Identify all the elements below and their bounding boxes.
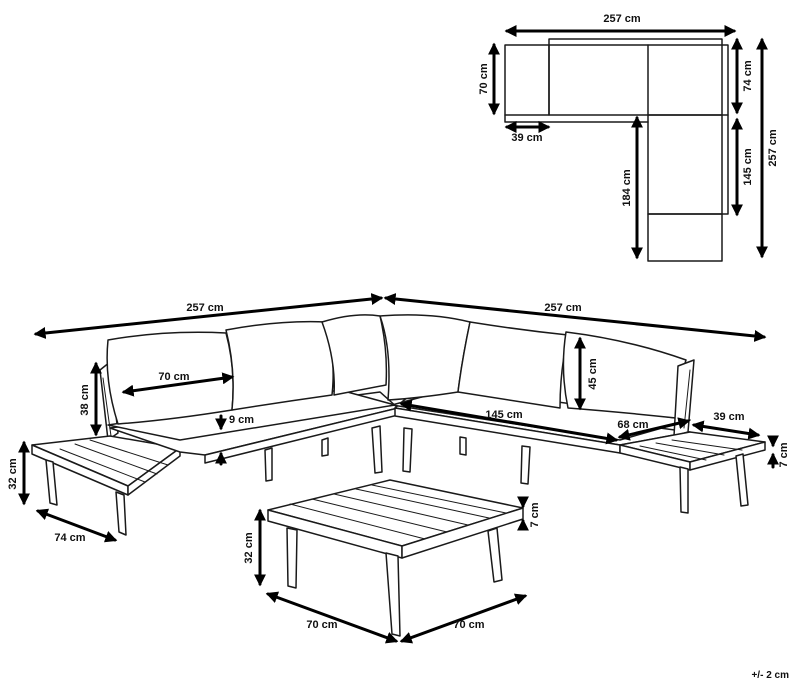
dimension-label: 38 cm [79,384,91,415]
sofa-dimensions: 257 cm 257 cm 70 cm 38 cm 9 cm 145 cm 45… [7,293,790,544]
dimension-label: 32 cm [243,532,255,563]
dimension-label: 9 cm [229,414,254,426]
dimension-table-width: 70 cm [399,593,528,644]
dimension-label: 74 cm [742,60,754,91]
dimension-label: 70 cm [478,63,490,94]
dimension-right-length: 257 cm [383,293,767,342]
dimension-label: 70 cm [453,619,484,631]
dimension-label: 32 cm [7,458,19,489]
dimension-table-height: 32 cm [243,508,266,587]
dimension-back-height: 38 cm [79,361,102,437]
dimension-seat-thickness: 9 cm [215,414,254,466]
dimension-label: 70 cm [306,619,337,631]
tolerance-note: +/- 2 cm [751,670,789,681]
dimension-short-depth: 70 cm [478,42,500,116]
dimension-table-top-thickness: 7 cm [517,496,541,531]
dimension-side-table-height: 32 cm [7,440,30,506]
dimension-label: 257 cm [767,129,779,167]
dimension-label: 45 cm [587,358,599,389]
dimension-seat-length: 145 cm [399,399,619,445]
dimension-label: 145 cm [742,148,754,186]
dimension-label: 7 cm [529,502,541,527]
dimension-total-depth: 257 cm [756,37,779,259]
dimension-long-side: 184 cm [621,115,643,260]
plan-view: 257 cm 70 cm 39 cm 74 cm 145 cm 257 cm 1… [478,13,779,262]
dimension-left-length: 257 cm [33,293,384,339]
plan-outline [504,38,729,262]
dimension-label: 145 cm [485,409,523,421]
dimension-label: 257 cm [186,302,224,314]
dimension-label: 70 cm [158,371,189,383]
dimension-label: 39 cm [713,411,744,423]
dimension-back-cushion-height: 45 cm [574,336,599,411]
dimension-label: 74 cm [54,532,85,544]
dimension-cushion-width: 70 cm [121,371,235,397]
dimension-label: 257 cm [544,302,582,314]
dimension-label: 39 cm [511,132,542,144]
dimension-label: 184 cm [621,169,633,207]
dimension-total-width: 257 cm [504,13,737,37]
coffee-table-dimensions: 32 cm 7 cm 70 cm 70 cm [243,496,541,644]
dimension-side-table-depth-right: 39 cm [691,411,761,440]
dimension-label: 68 cm [617,419,648,431]
dimension-seat-depth: 39 cm [504,121,551,144]
dimension-side-table-depth-left: 74 cm [35,508,118,544]
dimension-side-table-thickness: 7 cm [767,435,790,469]
dimension-side-table-width: 68 cm [617,417,691,441]
dimension-label: 7 cm [778,442,790,467]
dimension-right-lower: 145 cm [731,117,754,217]
dimension-label: 257 cm [603,13,641,25]
dimension-table-length: 70 cm [265,591,399,644]
coffee-table [267,479,524,637]
dimension-right-upper: 74 cm [731,37,754,115]
